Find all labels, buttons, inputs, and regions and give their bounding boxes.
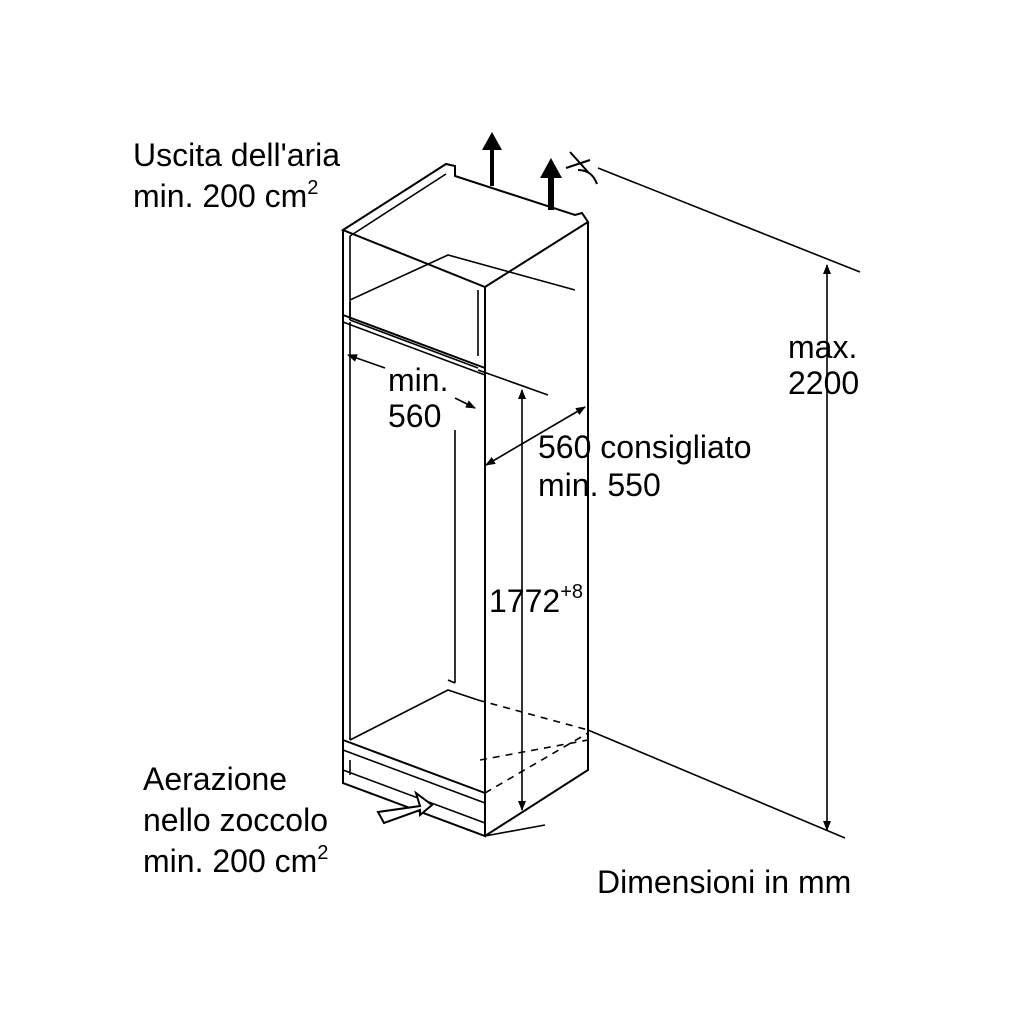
width-recommended-label: 560 consigliato	[538, 429, 751, 465]
air-up-arrow-icon	[482, 132, 502, 186]
height-tolerance: +8	[560, 581, 583, 603]
dimension-lines	[347, 264, 831, 831]
depth-min-label: min.	[388, 362, 448, 398]
air-in-arrow-icon	[376, 790, 434, 825]
air-outlet-area: min. 200 cm2	[133, 177, 318, 214]
air-outlet-area-sup: 2	[307, 177, 318, 199]
plinth-vent-label: Aerazione	[143, 761, 287, 797]
tilt-symbol-icon	[565, 151, 598, 185]
plinth-vent-area: min. 200 cm2	[143, 842, 328, 879]
units-caption: Dimensioni in mm	[597, 864, 851, 900]
niche-outline	[340, 162, 861, 839]
max-height-label: max.	[788, 329, 857, 365]
air-outlet-area-value: min. 200 cm	[133, 178, 307, 214]
plinth-vent-area-sup: 2	[317, 842, 328, 864]
height-value: 1772	[489, 583, 560, 619]
plinth-vent-label-2: nello zoccolo	[143, 802, 328, 838]
depth-min-value: 560	[388, 398, 441, 434]
width-min-label: min. 550	[538, 467, 661, 503]
height-label: 1772+8	[489, 581, 583, 619]
plinth-vent-area-value: min. 200 cm	[143, 843, 317, 879]
air-outlet-label: Uscita dell'aria	[133, 137, 340, 173]
max-height-value: 2200	[788, 365, 859, 401]
air-up-arrow-icon	[540, 158, 562, 210]
